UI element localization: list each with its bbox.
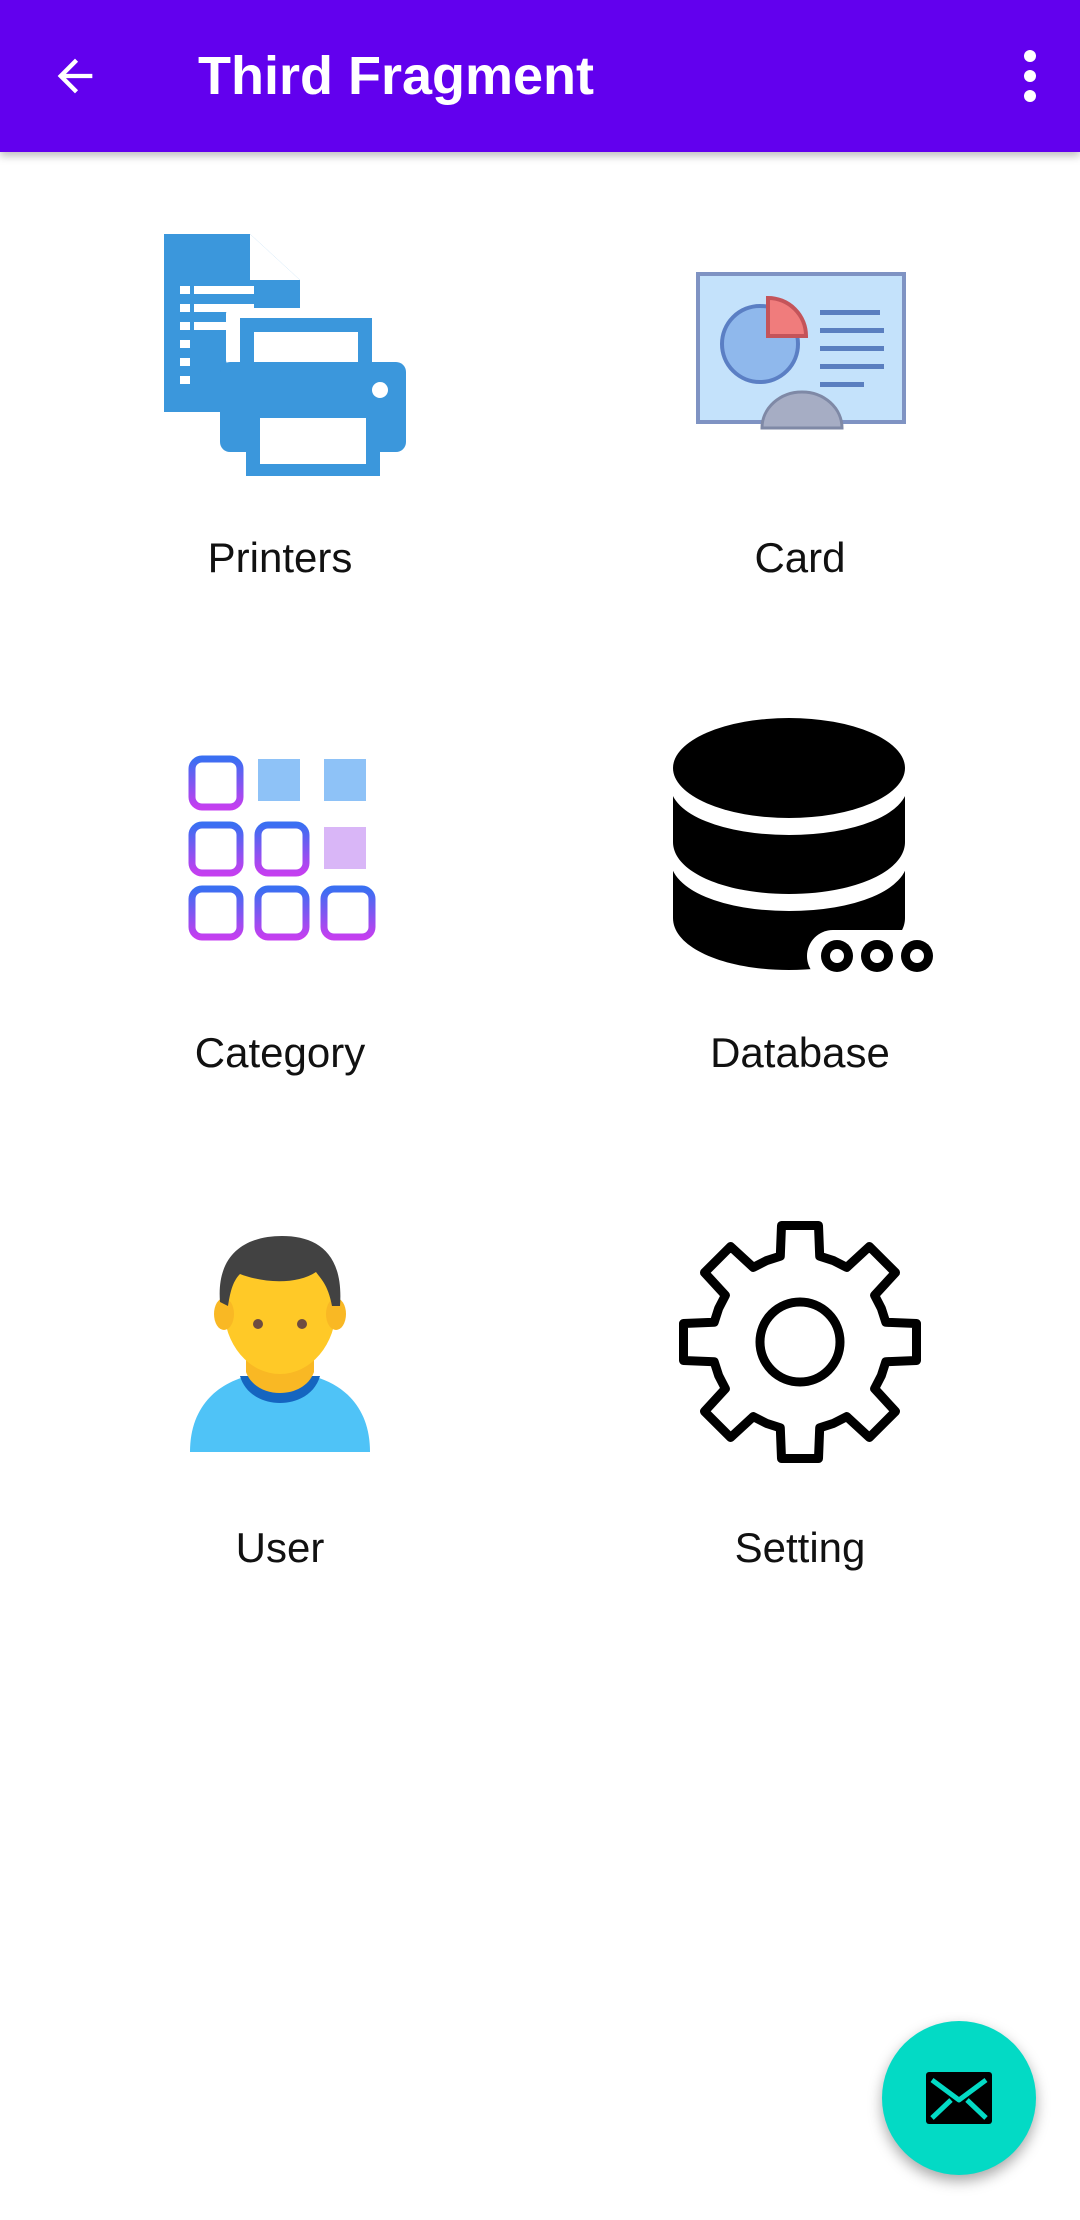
gear-icon <box>660 1202 940 1482</box>
database-icon <box>660 707 940 987</box>
menu-grid: Printers Card <box>0 152 1080 1642</box>
grid-item-label: Printers <box>207 534 353 581</box>
category-grid-icon <box>140 707 420 987</box>
grid-item-label: Setting <box>734 1524 866 1571</box>
grid-item-user[interactable]: User <box>20 1142 540 1612</box>
grid-item-printers[interactable]: Printers <box>20 152 540 622</box>
compose-mail-fab[interactable] <box>882 2021 1036 2175</box>
presentation-card-icon <box>660 212 940 492</box>
more-vert-icon <box>1024 50 1036 102</box>
grid-item-label: Database <box>710 1029 890 1076</box>
overflow-menu-button[interactable] <box>1000 36 1060 116</box>
mail-icon <box>926 2072 992 2124</box>
grid-item-setting[interactable]: Setting <box>540 1142 1060 1612</box>
back-button[interactable] <box>30 36 120 116</box>
grid-item-category[interactable]: Category <box>20 647 540 1117</box>
grid-item-card[interactable]: Card <box>540 152 1060 622</box>
grid-item-label: Card <box>754 534 846 581</box>
grid-item-label: User <box>235 1524 325 1571</box>
grid-item-label: Category <box>194 1029 366 1076</box>
grid-item-database[interactable]: Database <box>540 647 1060 1117</box>
user-icon <box>140 1202 420 1482</box>
arrow-back-icon <box>57 58 93 94</box>
printer-icon <box>140 212 420 492</box>
app-bar: Third Fragment <box>0 0 1080 152</box>
page-title: Third Fragment <box>198 46 595 106</box>
